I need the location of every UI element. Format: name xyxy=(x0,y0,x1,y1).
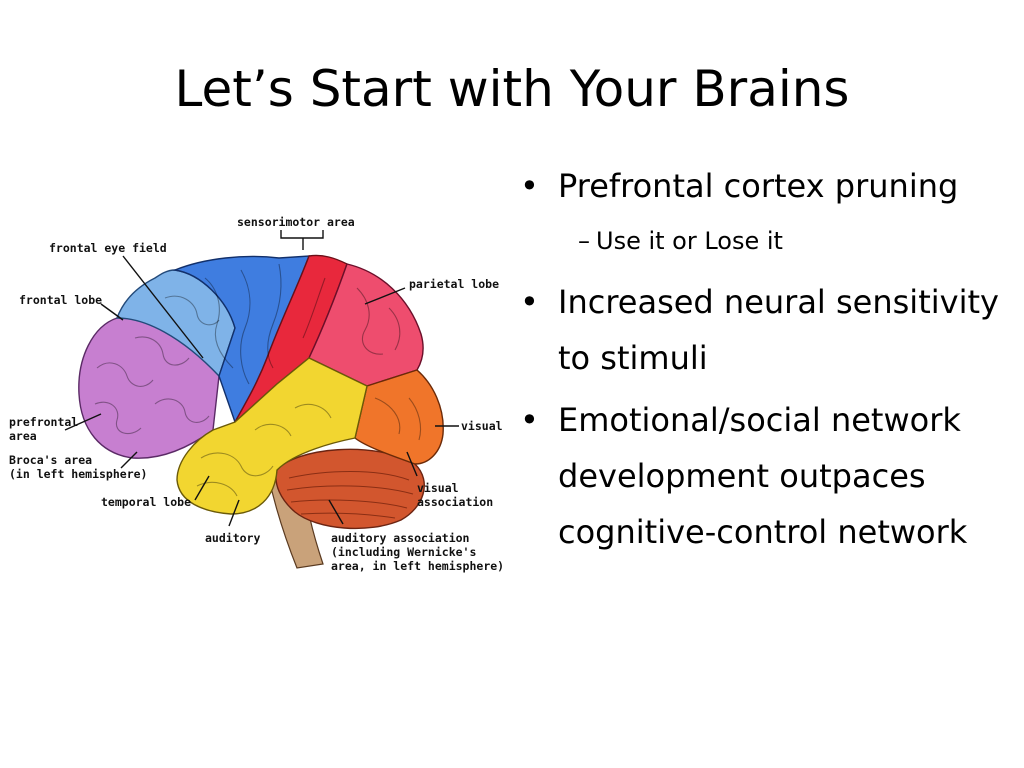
bullet-dot: • xyxy=(520,401,539,439)
label-visual: visual xyxy=(461,419,503,433)
label-prefrontal: prefrontal xyxy=(9,415,78,429)
bullet-text: Prefrontal cortex pruning xyxy=(558,167,959,205)
bullet-item: • Increased neural sensitivity to stimul… xyxy=(520,274,1010,386)
label-sensorimotor-area: sensorimotor area xyxy=(237,215,355,229)
brain-illustration: sensorimotor area frontal eye field fron… xyxy=(9,215,503,573)
sub-bullet-dash: – xyxy=(578,227,590,255)
parietal-lobe-region xyxy=(308,263,424,387)
brain-diagram: sensorimotor area frontal eye field fron… xyxy=(5,208,503,588)
label-prefrontal-area: area xyxy=(9,429,37,443)
label-auditory-association: auditory association xyxy=(331,531,470,545)
bullet-list: • Prefrontal cortex pruning –Use it or L… xyxy=(520,158,1010,560)
label-brocas-area: Broca's area xyxy=(9,453,92,467)
slide-title: Let’s Start with Your Brains xyxy=(174,60,850,118)
cerebellum-folds xyxy=(286,471,414,519)
bullet-text: Increased neural sensitivity to stimuli xyxy=(558,283,999,377)
gyri-texture xyxy=(94,263,422,497)
bullet-dot: • xyxy=(520,283,539,321)
label-frontal-eye-field: frontal eye field xyxy=(49,241,167,255)
label-including-wernickes: (including Wernicke's xyxy=(331,545,476,559)
temporal-lobe-region xyxy=(176,357,368,515)
bullet-item: • Emotional/social network development o… xyxy=(520,392,1010,560)
occipital-region xyxy=(354,369,444,465)
label-left-hemisphere: (in left hemisphere) xyxy=(9,467,147,481)
bullet-item: • Prefrontal cortex pruning xyxy=(520,158,1010,214)
label-auditory: auditory xyxy=(205,531,260,545)
label-parietal-lobe: parietal lobe xyxy=(409,277,499,291)
leader-lines xyxy=(64,230,459,527)
label-temporal-lobe: temporal lobe xyxy=(101,495,191,509)
label-frontal-lobe: frontal lobe xyxy=(19,293,102,307)
bullet-dot: • xyxy=(520,167,539,205)
label-visual-association: association xyxy=(417,495,493,509)
sub-bullet-item: –Use it or Lose it xyxy=(520,218,1010,264)
sub-bullet-text: Use it or Lose it xyxy=(596,227,783,255)
bullet-text: Emotional/social network development out… xyxy=(558,401,968,551)
label-wernicke-hemisphere: area, in left hemisphere) xyxy=(331,559,503,573)
label-visual-2: visual xyxy=(417,481,459,495)
cerebellum xyxy=(275,448,425,530)
